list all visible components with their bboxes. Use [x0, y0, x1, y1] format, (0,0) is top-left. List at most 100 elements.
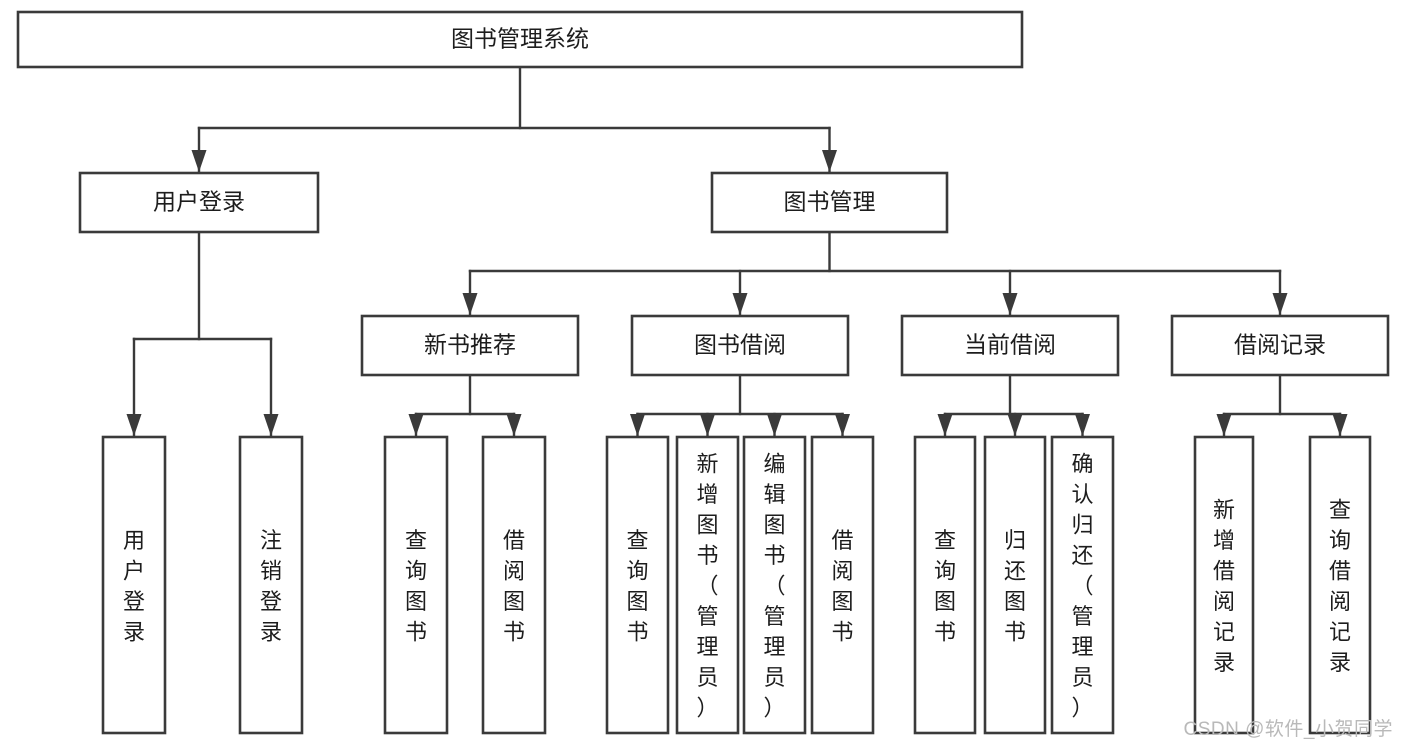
svg-text:图: 图 — [626, 589, 648, 614]
svg-text:书: 书 — [626, 619, 648, 644]
svg-text:归: 归 — [1071, 513, 1093, 538]
svg-text:图: 图 — [503, 589, 525, 614]
svg-text:记: 记 — [1213, 619, 1235, 644]
svg-text:用: 用 — [123, 528, 145, 553]
node-level3-label-1: 图书借阅 — [694, 332, 786, 358]
svg-text:询: 询 — [626, 558, 648, 583]
svg-text:图: 图 — [405, 589, 427, 614]
node-level2-box-1[interactable]: 图书管理 — [710, 171, 949, 234]
connector-layer — [126, 65, 1348, 438]
svg-text:图: 图 — [696, 513, 718, 538]
svg-text:（: （ — [1071, 574, 1093, 599]
svg-text:借: 借 — [1213, 558, 1235, 583]
svg-text:（: （ — [696, 574, 718, 599]
svg-text:增: 增 — [1213, 528, 1235, 553]
svg-text:录: 录 — [1329, 650, 1351, 675]
svg-text:户: 户 — [123, 558, 145, 583]
node-level3-box-3[interactable]: 借阅记录 — [1170, 314, 1390, 377]
svg-text:图: 图 — [831, 589, 853, 614]
svg-text:阅: 阅 — [831, 558, 853, 583]
node-level2-box-0[interactable]: 用户登录 — [78, 171, 320, 234]
svg-text:管: 管 — [696, 604, 718, 629]
svg-text:理: 理 — [696, 635, 718, 660]
svg-text:认: 认 — [1071, 482, 1093, 507]
svg-text:查: 查 — [405, 528, 427, 553]
svg-text:书: 书 — [1004, 619, 1026, 644]
svg-text:录: 录 — [260, 619, 282, 644]
svg-text:书: 书 — [405, 619, 427, 644]
node-level2-label-0: 用户登录 — [153, 189, 245, 215]
svg-text:阅: 阅 — [1213, 589, 1235, 614]
svg-text:录: 录 — [1213, 650, 1235, 675]
node-level3-label-0: 新书推荐 — [424, 332, 516, 358]
svg-text:辑: 辑 — [763, 482, 785, 507]
svg-text:借: 借 — [503, 528, 525, 553]
svg-text:确: 确 — [1071, 452, 1093, 477]
svg-text:）: ） — [1071, 696, 1093, 721]
svg-text:图: 图 — [763, 513, 785, 538]
svg-text:书: 书 — [696, 543, 718, 568]
svg-text:员: 员 — [696, 665, 718, 690]
svg-text:借: 借 — [1329, 558, 1351, 583]
node-level3-box-0[interactable]: 新书推荐 — [360, 314, 580, 377]
svg-text:注: 注 — [260, 528, 282, 553]
svg-text:记: 记 — [1329, 619, 1351, 644]
svg-text:书: 书 — [831, 619, 853, 644]
svg-text:借: 借 — [831, 528, 853, 553]
svg-text:查: 查 — [1329, 497, 1351, 522]
svg-text:管: 管 — [1071, 604, 1093, 629]
svg-text:新: 新 — [1213, 497, 1235, 522]
svg-text:阅: 阅 — [503, 558, 525, 583]
svg-text:员: 员 — [1071, 665, 1093, 690]
node-level3-label-2: 当前借阅 — [964, 332, 1056, 358]
svg-text:图: 图 — [1004, 589, 1026, 614]
svg-text:管: 管 — [763, 604, 785, 629]
svg-text:询: 询 — [934, 558, 956, 583]
svg-text:理: 理 — [763, 635, 785, 660]
node-layer: 图书管理系统用户登录图书管理新书推荐图书借阅当前借阅借阅记录用户登录注销登录查询… — [16, 10, 1390, 735]
svg-text:新: 新 — [696, 452, 718, 477]
node-level3-box-2[interactable]: 当前借阅 — [900, 314, 1120, 377]
svg-text:员: 员 — [763, 665, 785, 690]
svg-text:还: 还 — [1071, 543, 1093, 568]
node-root-label: 图书管理系统 — [451, 26, 589, 52]
node-leaf-box-0[interactable]: 用户登录 — [101, 435, 167, 735]
node-level3-box-1[interactable]: 图书借阅 — [630, 314, 850, 377]
node-root-box[interactable]: 图书管理系统 — [16, 10, 1024, 69]
svg-text:）: ） — [696, 696, 718, 721]
svg-text:）: ） — [763, 696, 785, 721]
node-level3-label-3: 借阅记录 — [1234, 332, 1326, 358]
svg-text:录: 录 — [123, 619, 145, 644]
node-level2-label-1: 图书管理 — [784, 189, 876, 215]
svg-text:书: 书 — [934, 619, 956, 644]
svg-text:理: 理 — [1071, 635, 1093, 660]
node-leaf-label-0: 用户登录 — [123, 528, 145, 645]
svg-text:查: 查 — [934, 528, 956, 553]
svg-text:查: 查 — [626, 528, 648, 553]
svg-text:登: 登 — [123, 589, 145, 614]
